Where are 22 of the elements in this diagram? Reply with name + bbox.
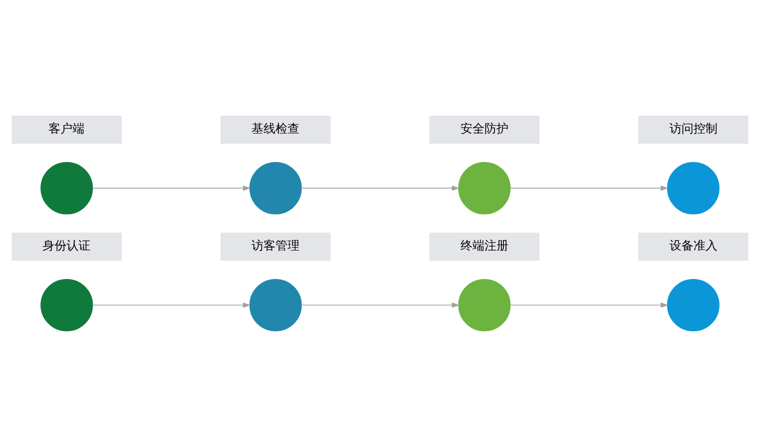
arrow: [301, 185, 460, 190]
node-box: 基线检查: [220, 115, 331, 144]
node-circle: [249, 161, 302, 214]
node-box: 设备准入: [638, 232, 748, 260]
node-box: 访问控制: [638, 115, 748, 144]
arrow: [510, 185, 668, 190]
node-circle: [40, 161, 93, 214]
node-circle: [458, 278, 511, 331]
node-box: 身份认证: [12, 232, 122, 260]
node-box: 访客管理: [220, 232, 331, 260]
node-circle: [458, 161, 511, 214]
node-circle: [667, 161, 720, 214]
arrow: [92, 302, 251, 308]
node-box: 终端注册: [429, 232, 540, 260]
arrow: [301, 302, 460, 308]
arrow: [510, 302, 668, 308]
node-circle: [667, 278, 720, 331]
node-box: 安全防护: [429, 115, 540, 144]
node-circle: [40, 278, 93, 331]
node-circle: [249, 278, 302, 331]
node-box: 客户端: [12, 115, 122, 144]
arrow: [92, 185, 251, 190]
